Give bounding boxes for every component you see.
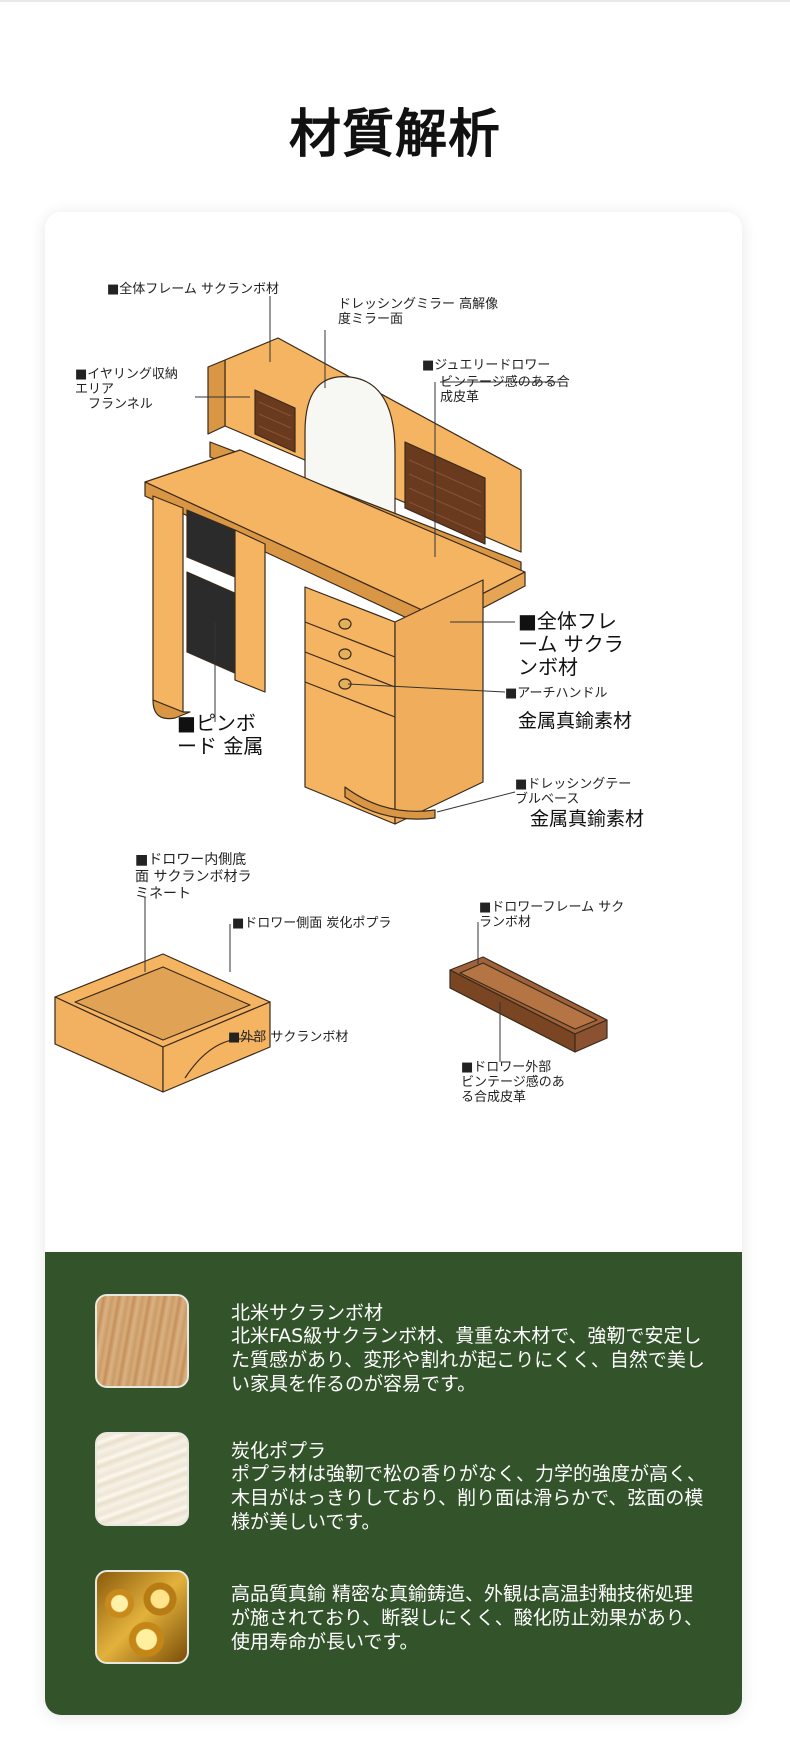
page-title: 材質解析 [288, 105, 501, 165]
poplar-swatch [95, 1432, 189, 1526]
materials-card: ■全体フレーム サクランボ材 ドレッシングミラー 高解像 度ミラー面 ■イヤリン… [45, 212, 742, 1715]
material-description: 北米FAS級サクランボ材、貴重な木材で、強靭で安定した質感があり、変形や割れが起… [231, 1325, 705, 1395]
material-item: 高品質真鍮 精密な真鍮鋳造、外観は高温封釉技術処理が施されており、断裂しにくく、… [95, 1570, 703, 1680]
brass-swatch [95, 1570, 189, 1664]
label-drawer-side: ■ドロワー側面 炭化ポプラ [232, 916, 392, 931]
label-drawer-outer: ■外部 サクランボ材 [228, 1030, 349, 1045]
material-description: ポプラ材は強靭で松の香りがなく、力学的強度が高く、木目がはっきりしており、削り面… [231, 1463, 707, 1533]
label-arch-handle-sub: 金属真鍮素材 [518, 710, 633, 732]
material-item: 北米サクランボ材 北米FAS級サクランボ材、貴重な木材で、強靭で安定した質感があ… [95, 1294, 705, 1404]
cherry-wood-swatch [95, 1294, 189, 1388]
label-table-base: ■ドレッシングテー ブルベース [515, 777, 632, 807]
label-mirror: ドレッシングミラー 高解像 度ミラー面 [338, 297, 499, 327]
label-earring: ■イヤリング収納 エリア フランネル [75, 367, 178, 412]
top-divider [0, 0, 790, 2]
label-table-base-sub: 金属真鍮素材 [530, 808, 645, 830]
label-drawer-inner: ■ドロワー内側底 面 サクランボ材ラ ミネート [135, 852, 252, 902]
label-jewelry-drawer-sub: ビンテージ感のある合 成皮革 [440, 375, 570, 405]
label-frame-top: ■全体フレーム サクランボ材 [107, 282, 280, 297]
label-drawer-exterior: ■ドロワー外部 ビンテージ感のあ る合成皮革 [461, 1060, 565, 1105]
material-item: 炭化ポプラ ポプラ材は強靭で松の香りがなく、力学的強度が高く、木目がはっきりして… [95, 1432, 706, 1542]
label-jewelry-drawer: ■ジュエリードロワー [422, 358, 551, 373]
label-arch-handle: ■アーチハンドル [505, 686, 608, 701]
material-name: 北米サクランボ材 [231, 1302, 384, 1324]
materials-panel: 北米サクランボ材 北米FAS級サクランボ材、貴重な木材で、強靭で安定した質感があ… [45, 1252, 742, 1715]
label-pinboard: ■ピンボ ード 金属 [177, 711, 264, 758]
label-drawer-frame: ■ドロワーフレーム サク ランボ材 [479, 900, 625, 930]
furniture-illustration [54, 296, 608, 1093]
material-description: 高品質真鍮 精密な真鍮鋳造、外観は高温封釉技術処理が施されており、断裂しにくく、… [231, 1583, 703, 1653]
material-name: 炭化ポプラ [231, 1440, 327, 1462]
label-frame-side: ■全体フレ ーム サクラ ンボ材 [518, 609, 624, 679]
